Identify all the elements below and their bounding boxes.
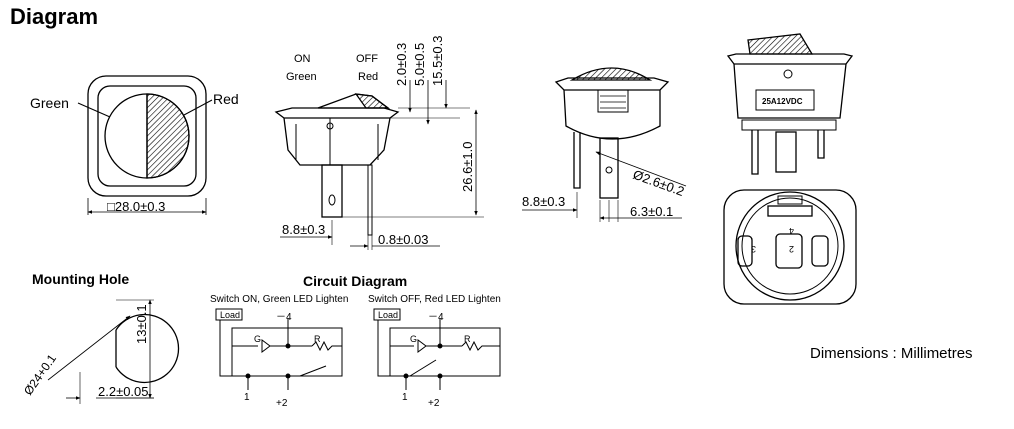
end-dim-hole: Ø2.6±0.2 — [631, 167, 686, 199]
side-terminal-thin — [367, 164, 373, 236]
circuit-on-led-g: G — [254, 334, 261, 344]
end-rocker — [569, 67, 653, 81]
mounting-dim-offset: 2.2±0.05 — [98, 384, 149, 399]
side-dim-pitch: 8.8±0.3 — [282, 222, 325, 237]
side-bezel — [274, 107, 400, 119]
page-title: Diagram — [10, 4, 99, 29]
circuit-off — [373, 308, 501, 390]
circuit-off-led-r: R — [464, 334, 471, 344]
top-terminal-b — [775, 131, 797, 173]
side-body — [283, 117, 391, 166]
mounting-hole — [47, 299, 180, 404]
circuit-on — [215, 308, 343, 390]
side-view — [274, 80, 484, 250]
circuit-on-led-r: R — [314, 334, 321, 344]
side-label-off: OFF — [356, 53, 378, 65]
mounting-dim-diameter: Ø24+0.1 — [21, 351, 59, 397]
mounting-dim-depth: 13±0.1 — [134, 304, 149, 344]
end-dim-pitch: 8.8±0.3 — [522, 194, 565, 209]
front-label-green: Green — [30, 95, 69, 111]
circuit-on-pin1: 1 — [244, 392, 250, 403]
front-dim-width: □28.0±0.3 — [107, 199, 165, 214]
side-dim-b: 5.0±0.5 — [412, 43, 427, 86]
side-label-on: ON — [294, 53, 311, 65]
end-terminal-right — [599, 137, 619, 199]
side-dim-a: 2.0±0.3 — [394, 43, 409, 86]
bottom-pin-4: 4 — [789, 226, 794, 236]
front-view — [77, 75, 213, 215]
top-body — [733, 63, 847, 119]
bottom-pin-2: 2 — [789, 244, 794, 254]
side-dim-c: 15.5±0.3 — [430, 35, 445, 86]
circuit-caption-on: Switch ON, Green LED Lighten — [210, 294, 348, 305]
side-dim-thickness: 0.8±0.03 — [378, 232, 429, 247]
mounting-hole-circle — [115, 313, 180, 384]
circuit-title: Circuit Diagram — [303, 273, 407, 289]
end-dim-terminal: 6.3±0.1 — [630, 204, 673, 219]
circuit-off-load: Load — [378, 310, 398, 320]
circuit-off-pin1: 1 — [402, 392, 408, 403]
front-bezel-outer — [87, 75, 207, 197]
end-body — [563, 89, 661, 140]
front-bezel-inner — [97, 85, 197, 187]
bottom-pin-3: 3 — [751, 244, 756, 254]
units-note: Dimensions : Millimetres — [810, 345, 973, 362]
front-label-red: Red — [213, 91, 239, 107]
top-rating: 25A12VDC — [762, 97, 803, 106]
top-view — [726, 33, 854, 175]
mounting-hole-title: Mounting Hole — [32, 271, 129, 287]
end-view — [522, 67, 687, 222]
circuit-off-plus2: +2 — [428, 398, 440, 409]
circuit-off-minus4: －4 — [428, 312, 444, 323]
top-terminal-a — [751, 130, 759, 175]
top-terminal-c — [817, 130, 825, 159]
bottom-view — [723, 189, 857, 305]
circuit-off-led-g: G — [410, 334, 417, 344]
side-label-green: Green — [286, 71, 317, 83]
side-label-red: Red — [358, 71, 378, 83]
top-bezel — [726, 53, 854, 65]
circuit-on-plus2: +2 — [276, 398, 288, 409]
circuit-caption-off: Switch OFF, Red LED Lighten — [368, 294, 501, 305]
end-terminal-left — [573, 132, 581, 189]
side-terminal-main — [321, 164, 343, 218]
top-rocker — [747, 33, 814, 55]
circuit-on-minus4: －4 — [276, 312, 292, 323]
front-red-half — [146, 93, 190, 179]
circuit-on-load: Load — [220, 310, 240, 320]
side-dim-height: 26.6±1.0 — [460, 141, 475, 192]
